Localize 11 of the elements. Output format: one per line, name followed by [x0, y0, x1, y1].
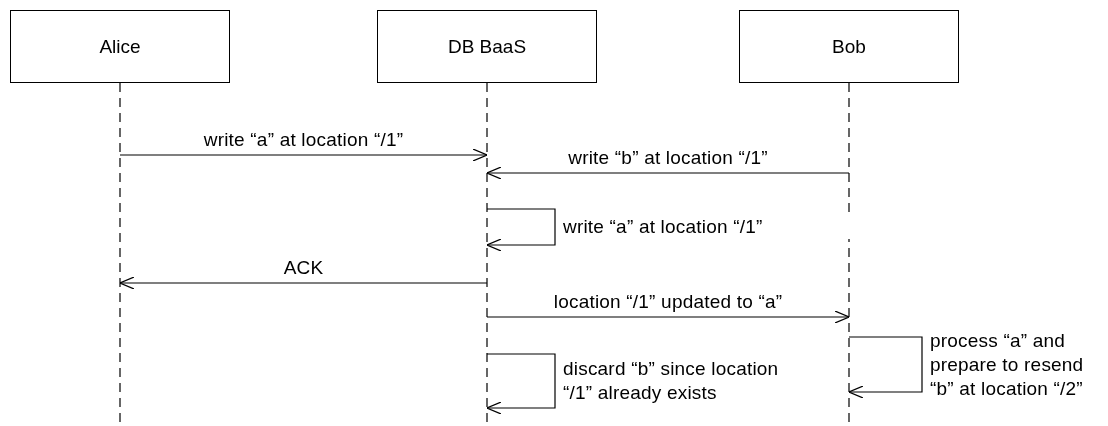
- self-message-arrow: [848, 336, 923, 399]
- message-arrow: [486, 166, 850, 180]
- message-arrow: [119, 148, 488, 162]
- edge-label: write “a” at location “/1”: [563, 215, 853, 239]
- participant-name: Bob: [832, 35, 866, 58]
- message-arrow: [486, 310, 850, 324]
- participant-name: DB BaaS: [447, 35, 527, 58]
- self-message-arrow: [486, 208, 556, 252]
- participant-name: Alice: [99, 35, 141, 58]
- self-message-arrow: [486, 353, 556, 415]
- message-arrow: [119, 276, 488, 290]
